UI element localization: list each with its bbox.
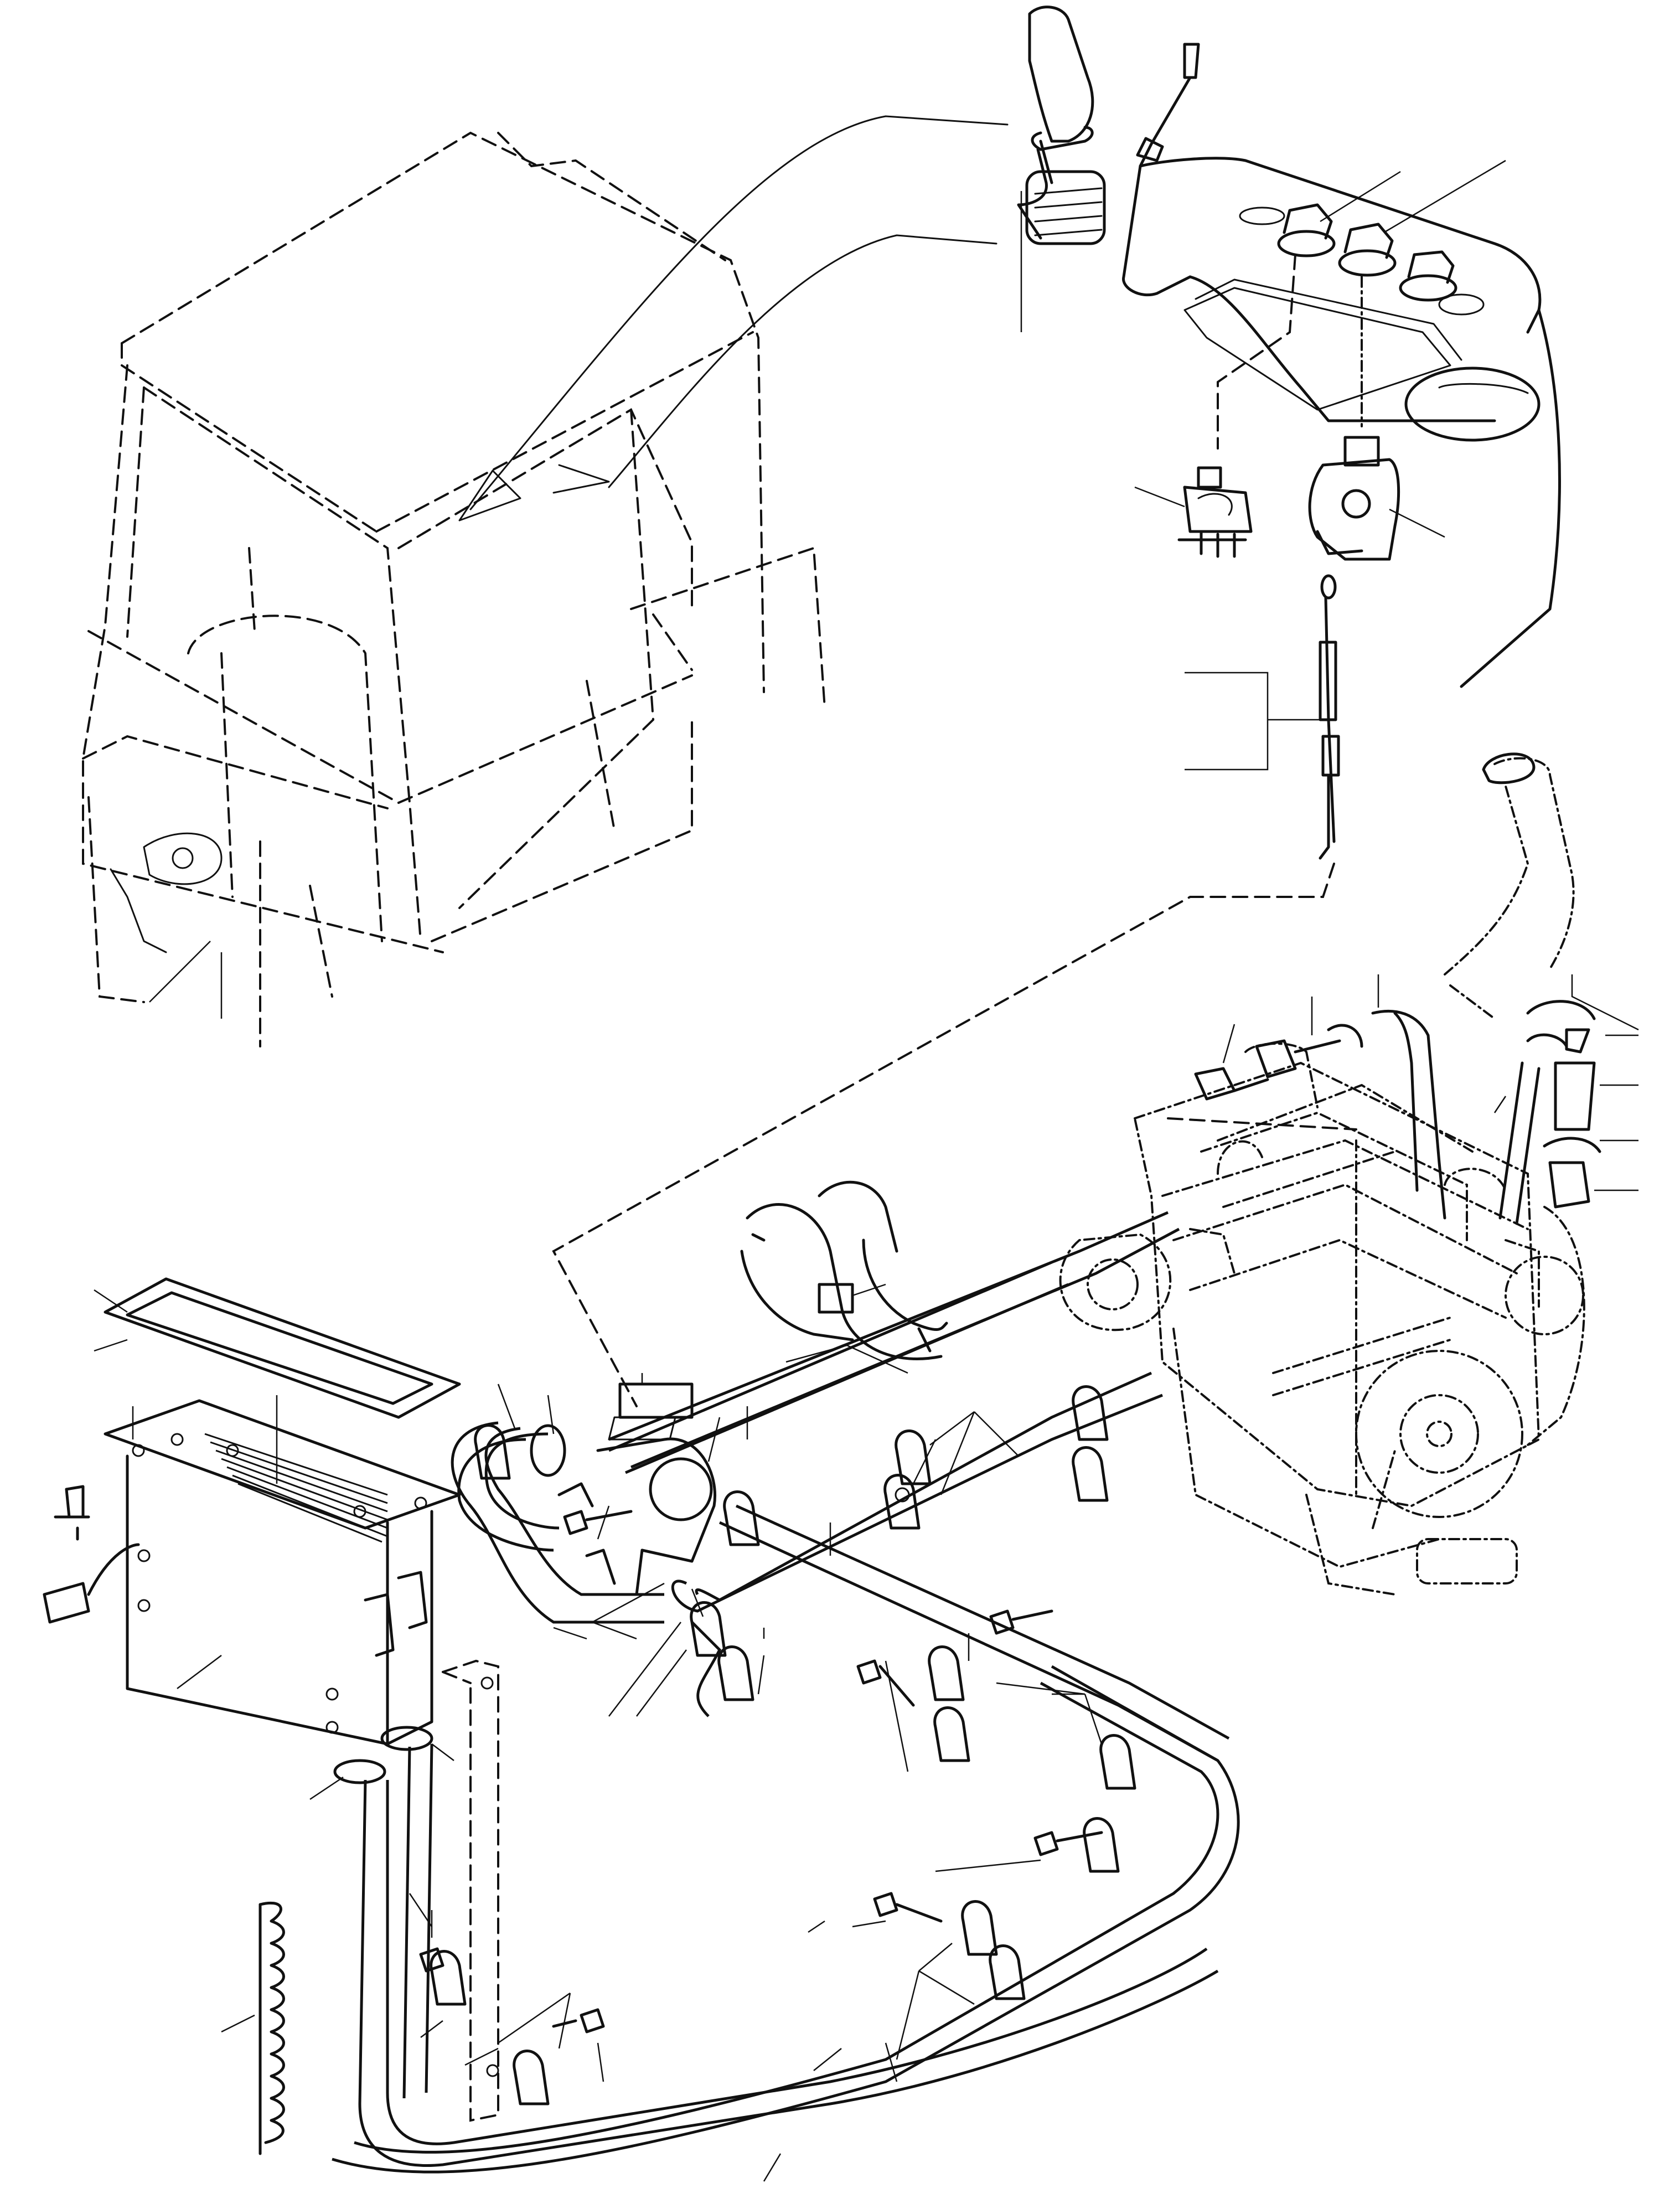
clip-7: [928, 1645, 965, 1701]
clip-16: [430, 1950, 467, 2006]
heater-switch: [1134, 466, 1253, 558]
heater-outlet-clamps: [309, 1726, 454, 1800]
clip-13: [474, 1424, 511, 1480]
mounting-bolts: [419, 1510, 1103, 2033]
valve-cable: [552, 574, 1340, 1407]
heater-valve: [1308, 436, 1445, 561]
clip-15: [513, 2050, 550, 2105]
valve-hose-group: [457, 1373, 748, 1596]
heater-connector-plug: [43, 1485, 140, 1624]
cab-location-arrow: [458, 115, 1009, 522]
bolt-5: [873, 1892, 943, 1923]
clip-4: [1072, 1446, 1109, 1502]
right-hose-group: [1444, 752, 1639, 1225]
clip-3: [1072, 1385, 1109, 1441]
heater-core-fins: [204, 1433, 388, 1543]
bolt-7: [419, 1947, 444, 1973]
bolt-1: [563, 1510, 633, 1535]
clip-14: [723, 1490, 760, 1546]
mounting-clips: [430, 1385, 1136, 2105]
top-hose-fitting-group: [1167, 974, 1446, 1220]
heater-frame: [94, 1277, 461, 1419]
clip-11: [961, 1900, 998, 1956]
clip-2: [895, 1429, 932, 1485]
leader-lines: [409, 1411, 1103, 2182]
dashboard-panel: [1122, 157, 1561, 688]
bolt-6: [552, 2008, 605, 2033]
clip-8: [933, 1706, 970, 1762]
clip-6: [717, 1645, 754, 1701]
control-lever: [1017, 6, 1200, 332]
clip-5: [690, 1601, 727, 1657]
bolt-3: [856, 1659, 915, 1707]
long-coolant-hoses: [332, 1211, 1240, 2174]
protective-sleeve: [221, 1901, 285, 2155]
engine: [1059, 1042, 1585, 1596]
mounting-bracket: [442, 1659, 499, 2122]
cab-outline: [82, 131, 826, 1047]
clip-10: [1083, 1817, 1120, 1873]
clip-12: [989, 1944, 1026, 2000]
heater-core: [104, 1395, 461, 1746]
bolt-4: [1033, 1831, 1103, 1856]
clip-9: [1099, 1734, 1136, 1790]
bolt-2: [989, 1609, 1053, 1635]
